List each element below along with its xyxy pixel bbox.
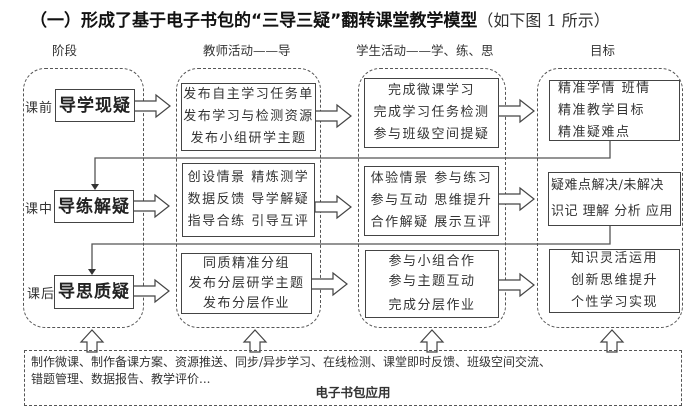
applications-line-2: 错题管理、数据报告、教学评价...: [31, 372, 211, 386]
teacher-box-3: 同质精准分组 发布分层研学主题 发布分层作业: [181, 253, 312, 314]
applications-line-1: 制作微课、制作备课方案、资源推送、同步/异步学习、在线检测、课堂即时反馈、班级空…: [31, 355, 552, 369]
goal-item: 精准疑难点: [558, 124, 631, 140]
student-box-3: 参与小组合作 参与主题互动 完成分层作业: [365, 250, 499, 318]
student-box-2: 体验情景 参与练习 参与互动 思维提升 合作解疑 展示互评: [364, 166, 499, 236]
arrow-up-icon: [600, 329, 624, 353]
teacher-item: 发布小组研学主题: [190, 131, 307, 146]
goal-item: 精准学情 班情: [558, 80, 651, 96]
goal-item: 识记 理解 分析 应用: [551, 204, 673, 219]
arrow-up-icon: [420, 329, 444, 353]
teacher-item: 同质精准分组: [202, 255, 290, 271]
title-note: （如下图 1 所示）: [477, 11, 610, 30]
title-main: （一）形成了基于电子书包的“三导三疑”翻转课堂教学模型: [30, 11, 478, 31]
student-item: 完成分层作业: [388, 298, 476, 313]
student-item: 完成学习任务检测: [373, 105, 490, 120]
goal-box-2: 疑难点解决/未解决 识记 理解 分析 应用: [548, 172, 681, 226]
figure-title: （一）形成了基于电子书包的“三导三疑”翻转课堂教学模型（如下图 1 所示）: [30, 6, 610, 31]
stage-box-1: 导学现疑: [55, 89, 135, 122]
teacher-item: 发布自主学习任务单: [183, 87, 314, 102]
goal-column-container: [537, 68, 683, 328]
student-item: 参与互动 思维提升: [370, 193, 493, 208]
header-teacher: 教师活动——导: [203, 43, 291, 58]
student-item: 参与主题互动: [388, 274, 476, 289]
teacher-item: 发布学习与检测资源: [183, 109, 314, 124]
student-box-1: 完成微课学习 完成学习任务检测 参与班级空间提疑: [364, 78, 499, 148]
student-item: 体验情景 参与练习: [370, 171, 493, 186]
stage-box-3: 导思质疑: [54, 275, 134, 309]
applications-caption: 电子书包应用: [315, 385, 391, 400]
teacher-item: 数据反馈 导学解疑: [187, 192, 310, 207]
header-stage: 阶段: [52, 43, 78, 58]
goal-item: 知识灵活运用: [570, 251, 658, 266]
student-item: 参与小组合作: [388, 254, 476, 269]
goal-box-1: 精准学情 班情 精准教学目标 精准疑难点: [549, 80, 680, 141]
arrow-up-icon: [243, 329, 267, 353]
stage-box-2: 导练解疑: [54, 190, 134, 223]
goal-item: 个性学习实现: [570, 295, 658, 310]
phase-label-after-class: 课后: [27, 287, 56, 302]
goal-box-3: 知识灵活运用 创新思维提升 个性学习实现: [549, 249, 680, 313]
phase-label-in-class: 课中: [25, 202, 54, 217]
header-student: 学生活动——学、练、思: [356, 43, 494, 58]
eschoolbag-applications-box: 制作微课、制作备课方案、资源推送、同步/异步学习、在线检测、课堂即时反馈、班级空…: [24, 350, 682, 406]
arrow-up-icon: [80, 329, 104, 353]
student-item: 完成微课学习: [387, 83, 475, 98]
phase-label-before-class: 课前: [25, 101, 54, 116]
goal-item: 创新思维提升: [570, 273, 658, 288]
teacher-item: 指导合练 引导互评: [187, 214, 310, 229]
teacher-item: 发布分层作业: [202, 295, 290, 311]
goal-item: 精准教学目标: [558, 102, 646, 118]
student-item: 合作解疑 展示互评: [370, 215, 493, 230]
header-goal: 目标: [590, 43, 616, 58]
teacher-item: 发布分层研学主题: [188, 275, 305, 291]
goal-item: 疑难点解决/未解决: [551, 178, 664, 193]
teacher-box-1: 发布自主学习任务单 发布学习与检测资源 发布小组研学主题: [181, 83, 316, 151]
teacher-box-2: 创设情景 精炼测学 数据反馈 导学解疑 指导合练 引导互评: [182, 163, 315, 237]
student-item: 参与班级空间提疑: [373, 127, 490, 142]
teacher-item: 创设情景 精炼测学: [187, 170, 310, 185]
